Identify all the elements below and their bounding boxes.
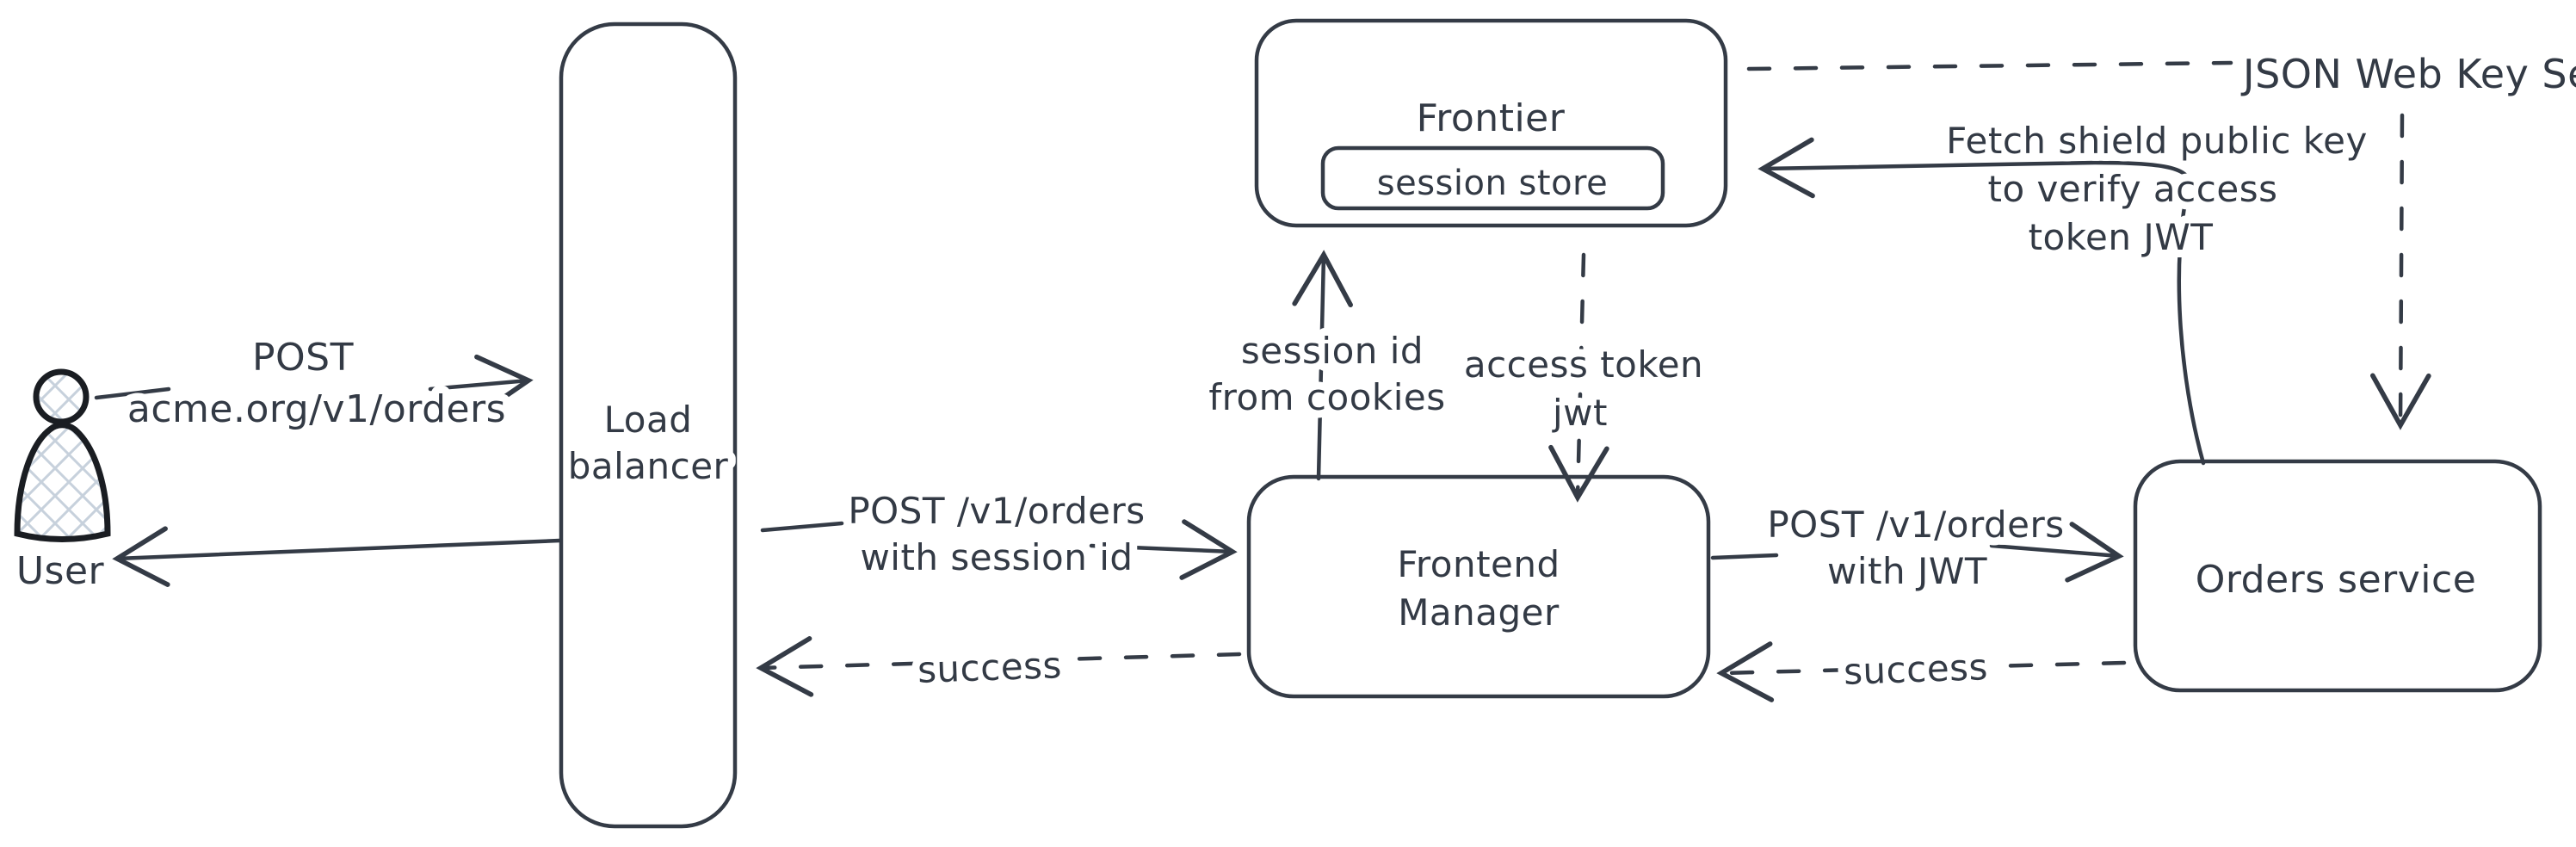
arrow-orders-to-fm-success <box>1716 641 2127 702</box>
edge-label-fm-to-orders-line1: POST /v1/orders <box>1767 504 2064 546</box>
edge-label-session-id-line1: session id <box>1241 330 1424 372</box>
edge-label-access-token-line1: access token <box>1464 343 1703 386</box>
arrow-lb-to-user <box>112 526 562 587</box>
session-store-node <box>1320 145 1665 211</box>
fetch-key-label-line1: Fetch shield public key <box>1946 120 2368 162</box>
load-balancer-node <box>559 22 738 829</box>
fetch-key-label-line3: token JWT <box>2029 216 2214 258</box>
edge-label-orders-to-fm-success: success <box>1843 646 1988 693</box>
edge-label-fm-to-orders-line2: with JWT <box>1827 550 1987 592</box>
arrow-fm-to-lb-success <box>756 636 1242 697</box>
edge-label-session-id-line2: from cookies <box>1208 376 1445 418</box>
user-label: User <box>16 549 105 593</box>
user-icon <box>14 368 111 542</box>
arrow-user-to-lb <box>428 354 534 416</box>
edge-label-lb-to-fm-line1: POST /v1/orders <box>848 490 1145 532</box>
arrow-fm-to-orders <box>1989 522 2124 583</box>
arrow-orders-to-frontier-fetch-key <box>1757 137 2206 466</box>
arrow-lb-to-fm-tail <box>760 521 844 533</box>
frontend-manager-node <box>1246 474 1711 699</box>
arrow-fm-to-orders-tail <box>1710 553 1779 560</box>
edge-label-user-to-lb-line1: POST <box>252 336 354 380</box>
load-balancer-label-line1: Load <box>604 399 693 441</box>
edge-label-lb-to-fm-line2: with session id <box>860 536 1133 578</box>
arrow-fm-to-frontier <box>1292 250 1353 481</box>
arrow-lb-to-fm <box>1089 519 1238 580</box>
user-head-shape <box>33 368 90 425</box>
line-frontier-to-jwks <box>1746 60 2233 71</box>
frontend-manager-label-line1: Frontend <box>1397 543 1560 585</box>
arrow-user-to-lb-tail <box>94 386 171 400</box>
session-store-label: session store <box>1377 164 1608 203</box>
orders-service-node <box>2133 459 2542 693</box>
edge-label-user-to-lb-line2: acme.org/v1/orders <box>127 387 506 431</box>
load-balancer-label-line2: balancer <box>568 445 729 487</box>
jwks-label: JSON Web Key Set <box>2240 51 2576 97</box>
frontier-label: Frontier <box>1417 96 1566 140</box>
fetch-key-label-line2: to verify access <box>1988 168 2278 210</box>
arrow-jwks-to-orders <box>2370 113 2431 430</box>
edge-label-access-token-line2: jwt <box>1552 392 1608 434</box>
orders-service-label: Orders service <box>2196 558 2477 602</box>
frontend-manager-label-line2: Manager <box>1398 591 1560 634</box>
arrow-frontier-to-fm <box>1548 252 1609 503</box>
edge-label-fm-to-lb-success: success <box>917 644 1062 691</box>
user-body-shape <box>14 422 111 542</box>
